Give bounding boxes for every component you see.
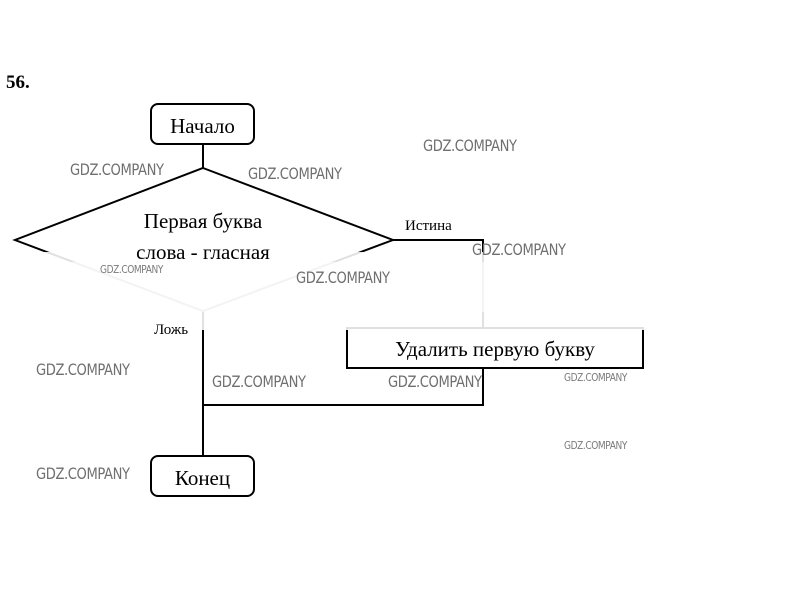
watermark: GDZ.COMPANY: [212, 372, 306, 391]
connector-action-to-merge: [203, 368, 484, 406]
condition-line-2: слова - гласная: [136, 240, 270, 264]
watermark: GDZ.COMPANY: [100, 263, 163, 276]
end-label: Конец: [174, 466, 231, 490]
condition-line-1: Первая буква: [143, 209, 263, 233]
true-branch-label: Истина: [405, 218, 452, 234]
scan-smudge: [60, 262, 620, 312]
watermark: GDZ.COMPANY: [423, 136, 517, 155]
watermark: GDZ.COMPANY: [248, 164, 342, 183]
watermark: GDZ.COMPANY: [36, 464, 130, 483]
watermark: GDZ.COMPANY: [70, 160, 164, 179]
start-label: Начало: [170, 114, 235, 138]
watermark: GDZ.COMPANY: [388, 372, 482, 391]
watermark: GDZ.COMPANY: [564, 371, 627, 384]
end-box: [150, 455, 255, 497]
watermark: GDZ.COMPANY: [36, 360, 130, 379]
false-branch-label: Ложь: [154, 322, 189, 338]
action-label: Удалить первую букву: [395, 337, 595, 361]
watermark: GDZ.COMPANY: [564, 439, 627, 452]
watermark: GDZ.COMPANY: [472, 240, 566, 259]
watermark: GDZ.COMPANY: [296, 268, 390, 287]
task-number: 56.: [6, 72, 30, 93]
